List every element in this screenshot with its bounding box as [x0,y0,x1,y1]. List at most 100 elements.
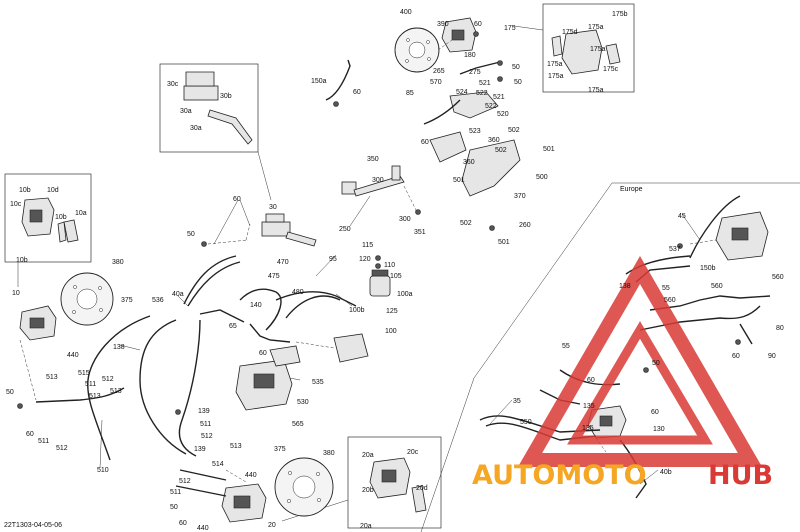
callout-c512a: 512 [102,376,114,383]
callout-c380b: 380 [323,450,335,457]
callout-c20b: 20b [362,487,374,494]
callout-c380a: 380 [112,259,124,266]
callout-c502c: 502 [460,220,472,227]
callout-c10a: 10a [75,210,87,217]
callout-c512b: 512 [56,445,68,452]
callout-c260: 260 [519,222,531,229]
callout-c500: 500 [536,174,548,181]
brake-disc-front [60,272,114,326]
callout-c135: 135 [583,403,595,410]
leader-30 [257,151,272,201]
callout-c513b: 513 [110,388,122,395]
front-caliper-inset [21,197,79,243]
diagram-code: 22T1303-04-05-06 [4,522,62,529]
callout-c502b: 502 [495,147,507,154]
callout-c10c: 10c [10,201,22,208]
callout-c560b: 560 [711,283,723,290]
callout-c60g: 60 [179,520,187,527]
rear-caliper-inset [369,457,427,513]
handlebar-master-cylinder [261,213,317,247]
callout-c50d: 50 [6,389,14,396]
front-caliper-main [19,305,57,341]
callout-c520: 520 [497,111,509,118]
callout-c20d: 20d [416,485,428,492]
callout-c536: 536 [152,297,164,304]
foot-brake-pedal [341,165,405,197]
callout-c521a: 521 [479,80,491,87]
callout-c140: 140 [250,302,262,309]
callout-c50b: 50 [514,79,522,86]
callout-c95: 95 [329,256,337,263]
europe-abs-module [715,211,769,261]
callout-c138b: 138 [619,283,631,290]
callout-c390: 390 [437,21,449,28]
callout-c40a: 40a [172,291,184,298]
callout-c55b: 55 [562,343,570,350]
callout-c30c: 30c [167,81,179,88]
callout-c10b3: 10b [16,257,28,264]
region-label: Europe [620,186,643,193]
callout-c60c: 60 [353,89,361,96]
callout-c50f: 50 [652,360,660,367]
callout-c10b2: 10b [55,214,67,221]
europe-region-border [420,182,800,532]
callout-c50e: 50 [170,504,178,511]
callout-c150a: 150a [311,78,327,85]
callout-c45: 45 [678,213,686,220]
callout-c275: 275 [469,69,481,76]
callout-c60j: 60 [651,409,659,416]
callout-c501c: 501 [498,239,510,246]
callout-c90: 90 [768,353,776,360]
callout-c10: 10 [12,290,20,297]
callout-c523: 523 [469,128,481,135]
callout-c501b: 501 [453,177,465,184]
callout-c150b: 150b [700,265,716,272]
callout-c175b: 175b [612,11,628,18]
callout-c20a1: 20a [362,452,374,459]
callout-c175d: 175d [562,29,578,36]
callout-c510: 510 [97,467,109,474]
callout-c135b: 135 [582,425,594,432]
callout-c60h: 60 [732,353,740,360]
callout-c55a: 55 [662,285,670,292]
callout-c10b1: 10b [19,187,31,194]
brake-disc-top [394,27,440,73]
callout-c513d: 513 [230,443,242,450]
callout-c400: 400 [400,9,412,16]
brake-lines [35,59,771,499]
callout-c440a: 440 [67,352,79,359]
callout-c175a5: 175a [588,87,604,94]
callout-c440b: 440 [197,525,209,532]
callout-c514: 514 [212,461,224,468]
callout-c440c: 440 [245,472,257,479]
callout-c50a: 50 [512,64,520,71]
callout-c175a3: 175a [547,61,563,68]
watermark-logo [517,256,763,467]
callout-c20: 20 [268,522,276,529]
callout-c80: 80 [776,325,784,332]
callout-c300a: 300 [372,177,384,184]
callout-c115: 115 [362,242,373,249]
callout-c512c: 512 [201,433,213,440]
pedal-caliper-inset [551,29,621,75]
callout-c570: 570 [430,79,442,86]
callout-c550: 550 [520,419,532,426]
callout-c30a2: 30a [190,125,202,132]
callout-c60f: 60 [26,431,34,438]
pedal-bracket [429,91,521,197]
callout-c130: 130 [653,426,665,433]
callout-c375a: 375 [121,297,133,304]
callout-c120: 120 [359,256,371,263]
callout-c560c: 560 [772,274,784,281]
callout-c35: 35 [513,398,521,405]
callout-c502a: 502 [508,127,520,134]
callout-c501a: 501 [543,146,555,153]
callout-c480: 480 [292,289,304,296]
reservoir [369,269,391,297]
pedal-caliper [441,17,477,53]
callout-c470: 470 [277,259,289,266]
callout-c175: 175 [504,25,516,32]
callout-c565: 565 [292,421,304,428]
